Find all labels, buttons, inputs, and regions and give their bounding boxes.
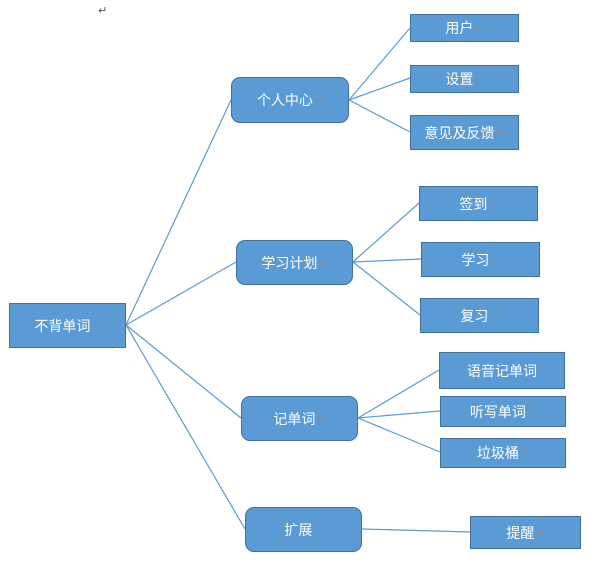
connector [352, 261, 421, 316]
paragraph-mark: ↵ [488, 197, 498, 210]
connector [348, 27, 411, 101]
connector [125, 324, 242, 419]
connector [357, 410, 441, 419]
connector [357, 369, 440, 419]
node-learn[interactable]: 学习↵ [421, 242, 540, 277]
node-label: 语音记单词 [467, 363, 537, 380]
node-user[interactable]: 用户↵ [410, 14, 519, 42]
node-personal-center[interactable]: 个人中心↵ [231, 77, 349, 123]
node-label: 学习 [461, 252, 490, 269]
node-check-in[interactable]: 签到↵ [419, 186, 538, 221]
node-voice-memorize[interactable]: 语音记单词 [439, 352, 565, 389]
paragraph-mark: ↵ [490, 253, 500, 266]
paragraph-mark: ↵ [313, 93, 324, 107]
paragraph-mark: ↵ [519, 446, 530, 460]
node-label: 扩展 [284, 522, 313, 539]
connector [348, 99, 411, 133]
paragraph-mark: ↵ [91, 319, 101, 332]
node-label: 签到 [459, 196, 488, 213]
node-memorize-words[interactable]: 记单词↵ [241, 396, 358, 441]
node-label: 学习计划 [261, 255, 318, 272]
node-dictation[interactable]: 听写单词↵ [440, 396, 566, 427]
node-label: 意见及反馈 [424, 125, 495, 142]
connector [125, 99, 232, 326]
connector [125, 324, 246, 530]
connector [352, 202, 420, 263]
node-reminder[interactable]: 提醒↵ [470, 516, 581, 549]
node-review[interactable]: 复习↵ [420, 298, 539, 333]
paragraph-mark: ↵ [316, 412, 326, 425]
node-label: 垃圾桶 [476, 446, 519, 462]
node-label: 提醒 [506, 525, 535, 542]
connector [361, 528, 471, 533]
node-trash[interactable]: 垃圾桶↵ [440, 438, 566, 468]
paragraph-mark: ↵ [318, 256, 328, 269]
paragraph-mark: ↵ [474, 72, 484, 86]
paragraph-mark: ↵ [495, 126, 505, 139]
connector [357, 417, 441, 453]
connector [348, 77, 411, 101]
paragraph-mark: ↵ [98, 4, 108, 17]
node-label: 听写单词 [469, 404, 526, 421]
node-label: 用户 [445, 21, 474, 37]
paragraph-mark: ↵ [489, 309, 499, 322]
node-label: 复习 [460, 308, 489, 325]
connector [352, 258, 422, 263]
paragraph-mark: ↵ [313, 523, 323, 536]
paragraph-mark: ↵ [526, 405, 537, 418]
paragraph-mark: ↵ [474, 21, 484, 35]
node-label: 不背单词 [34, 318, 91, 335]
node-settings[interactable]: 设置↵ [410, 65, 519, 93]
node-study-plan[interactable]: 学习计划↵ [236, 240, 353, 285]
node-label: 个人中心 [256, 93, 313, 109]
node-label: 设置 [445, 72, 474, 88]
node-extension[interactable]: 扩展↵ [245, 507, 362, 552]
node-feedback[interactable]: 意见及反馈↵ [410, 115, 519, 150]
root-node[interactable]: 不背单词↵ [9, 303, 126, 348]
paragraph-mark: ↵ [535, 526, 545, 539]
node-label: 记单词 [273, 411, 316, 428]
connector [125, 261, 237, 326]
